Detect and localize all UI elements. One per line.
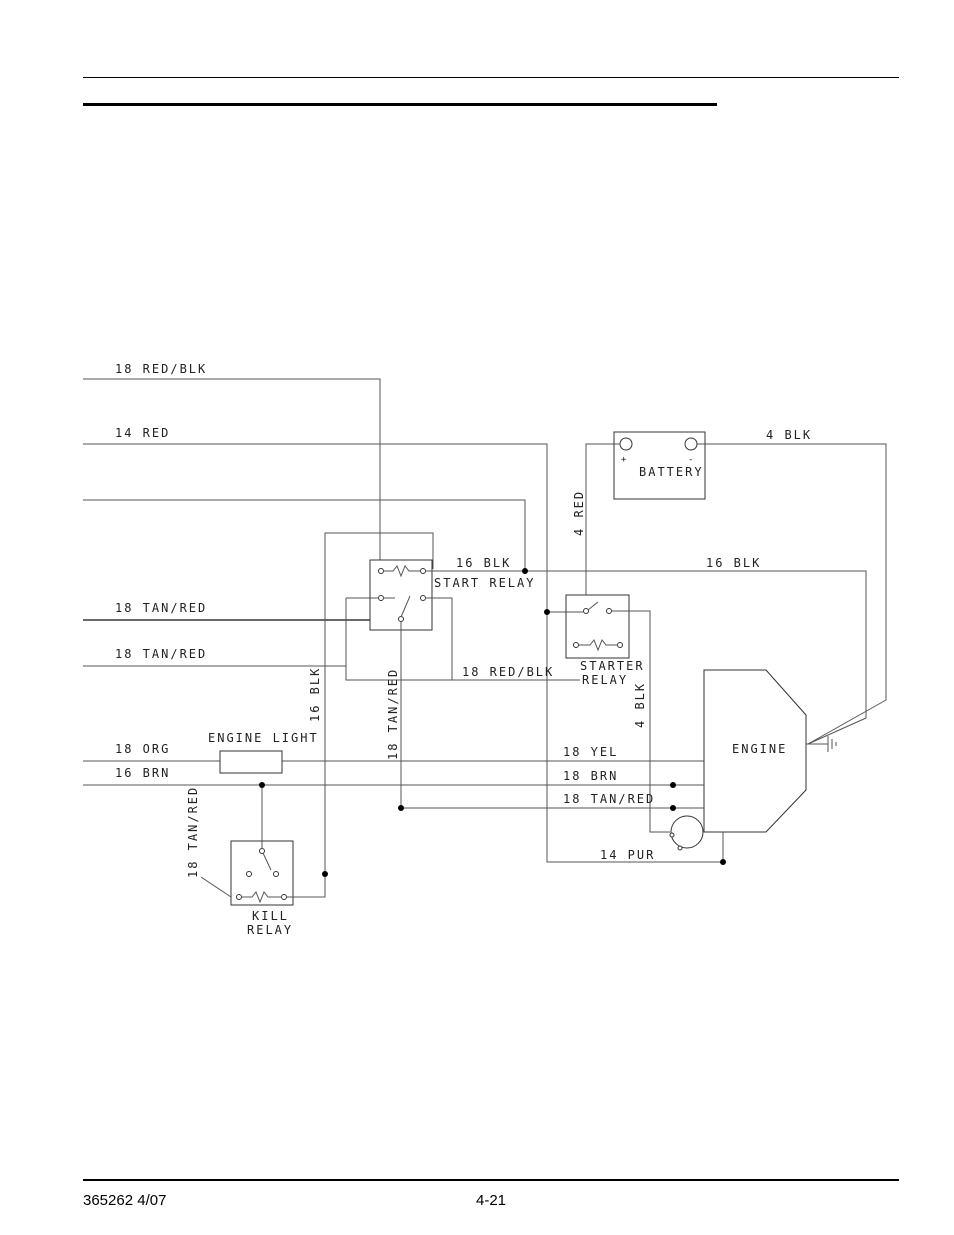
label-14-red: 14 RED [115, 426, 170, 440]
header-rule-thick [83, 103, 717, 106]
label-18-yel: 18 YEL [563, 745, 618, 759]
wire-16-blk-vert [324, 532, 434, 874]
label-16-blk-vert: 16 BLK [308, 667, 322, 722]
label-18-org: 18 ORG [115, 742, 170, 756]
label-battery: BATTERY [639, 465, 704, 479]
label-18-brn: 18 BRN [563, 769, 618, 783]
left-feed-wires [83, 378, 723, 863]
wire-4-blk-vert [611, 610, 670, 833]
label-16-blk-a: 16 BLK [456, 556, 511, 570]
start-relay [369, 559, 433, 631]
wire-16-blk-a [425, 570, 867, 718]
label-engine: ENGINE [732, 742, 787, 756]
page-number: 4-21 [476, 1192, 507, 1209]
wire-14-red [83, 443, 723, 863]
starter-motor [670, 815, 704, 849]
label-battery-plus: + [621, 455, 628, 465]
label-4-red: 4 RED [572, 490, 586, 536]
label-start-relay: START RELAY [434, 576, 535, 590]
wire-engine-ground-b [807, 717, 867, 745]
label-16-brn: 16 BRN [115, 766, 170, 780]
label-18-tan-red-vert: 18 TAN/RED [386, 668, 400, 760]
kill-relay-coil [241, 891, 282, 904]
motor-circle-icon [669, 815, 704, 851]
label-18-tan-red-1: 18 TAN/RED [115, 601, 207, 615]
wire-18-tan-red-kill [200, 876, 232, 898]
start-relay-loop-right [425, 597, 453, 680]
doc-number: 365262 4/07 [83, 1192, 167, 1209]
label-kill-relay-1: KILL [252, 909, 289, 923]
label-4-blk-vert: 4 BLK [633, 682, 647, 728]
ground-symbol-icon [806, 736, 837, 752]
wire-unlabeled [83, 499, 526, 570]
label-18-tan-red-kill: 18 TAN/RED [186, 786, 200, 878]
wire-18-red-blk-top [83, 378, 381, 565]
starter-relay-coil [578, 639, 618, 652]
engine-light-box [219, 750, 283, 774]
label-18-tan-red-2: 18 TAN/RED [115, 647, 207, 661]
label-starter-relay-1: STARTER [580, 659, 645, 673]
label-18-red-blk-top: 18 RED/BLK [115, 362, 207, 376]
wire-4-blk-top [697, 443, 887, 745]
label-kill-relay-2: RELAY [247, 923, 293, 937]
label-4-blk-top: 4 BLK [766, 428, 812, 442]
starter-relay [565, 594, 630, 659]
label-starter-relay-2: RELAY [582, 673, 628, 687]
wire-kill-relay-16blk [286, 874, 326, 898]
junction-nodes [259, 568, 726, 877]
label-16-blk-b: 16 BLK [706, 556, 761, 570]
start-relay-coil [383, 565, 421, 578]
start-relay-loop [345, 598, 580, 681]
label-battery-minus: - [688, 455, 695, 465]
label-18-red-blk-mid: 18 RED/BLK [462, 665, 554, 679]
label-engine-light: ENGINE LIGHT [208, 731, 319, 745]
label-14-pur: 14 PUR [600, 848, 655, 862]
label-18-tan-red-3: 18 TAN/RED [563, 792, 655, 806]
header-rule-thin [83, 77, 899, 78]
footer-rule [83, 1179, 899, 1181]
battery [613, 431, 706, 500]
kill-relay [230, 840, 294, 906]
wire-4-red [585, 443, 620, 603]
